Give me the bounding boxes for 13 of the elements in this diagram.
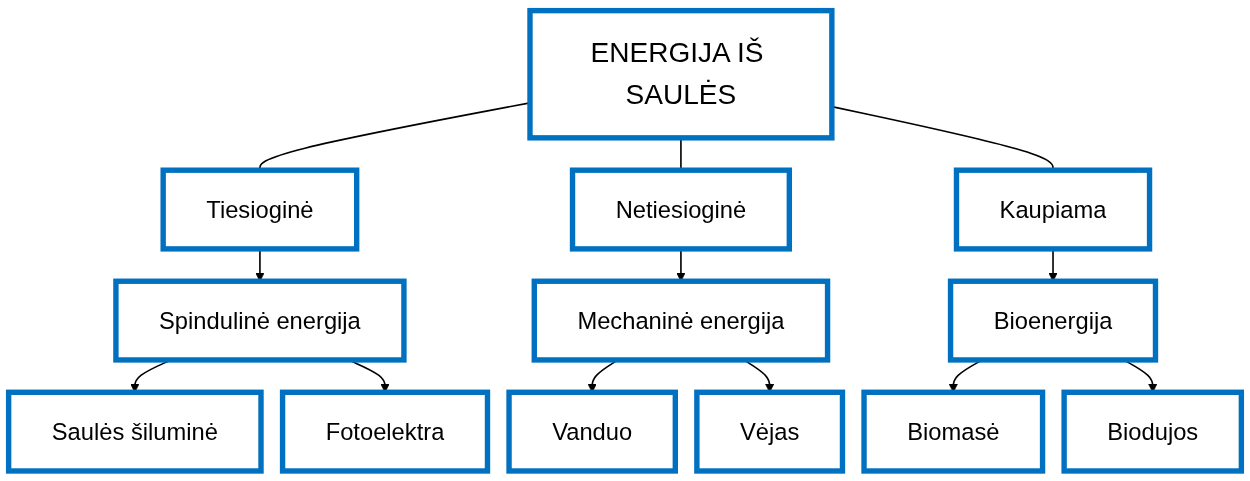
node-box: Tiesioginė (160, 167, 360, 252)
node-box: Bioenergija (947, 278, 1159, 363)
node-box: ENERGIJA IŠ SAULĖS (527, 7, 835, 141)
node-box: Kaupiama (953, 167, 1153, 252)
node-box: Vėjas (694, 389, 846, 474)
node-box: Vanduo (506, 389, 678, 474)
node-box: Spindulinė energija (113, 278, 407, 363)
node-box: Fotoelektra (279, 389, 491, 474)
node-box: Biodujos (1061, 389, 1245, 474)
node-box: Biomasė (861, 389, 1046, 474)
node-box: Netiesioginė (569, 167, 792, 252)
node-box: Saulės šiluminė (5, 389, 264, 474)
node-box: Mechaninė energija (531, 278, 831, 363)
